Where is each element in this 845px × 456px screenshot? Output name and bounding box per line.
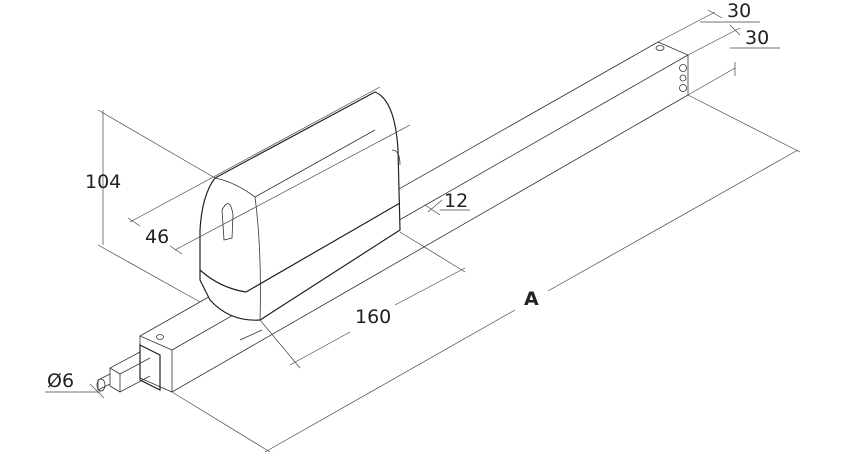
piston-rod <box>96 351 151 393</box>
length-dimension-label: 160 <box>355 306 392 328</box>
motor-housing <box>199 91 401 341</box>
tube-width-label: 30 <box>727 0 752 22</box>
total-length-label: A <box>524 288 539 310</box>
width-dimension-label: 46 <box>145 226 170 248</box>
dimension-lines <box>45 9 801 453</box>
rod-diameter-label: Ø6 <box>47 370 75 392</box>
tube-height-label: 30 <box>745 27 770 49</box>
height-dimension-label: 104 <box>85 171 122 193</box>
offset-dimension-label: 12 <box>444 190 469 212</box>
